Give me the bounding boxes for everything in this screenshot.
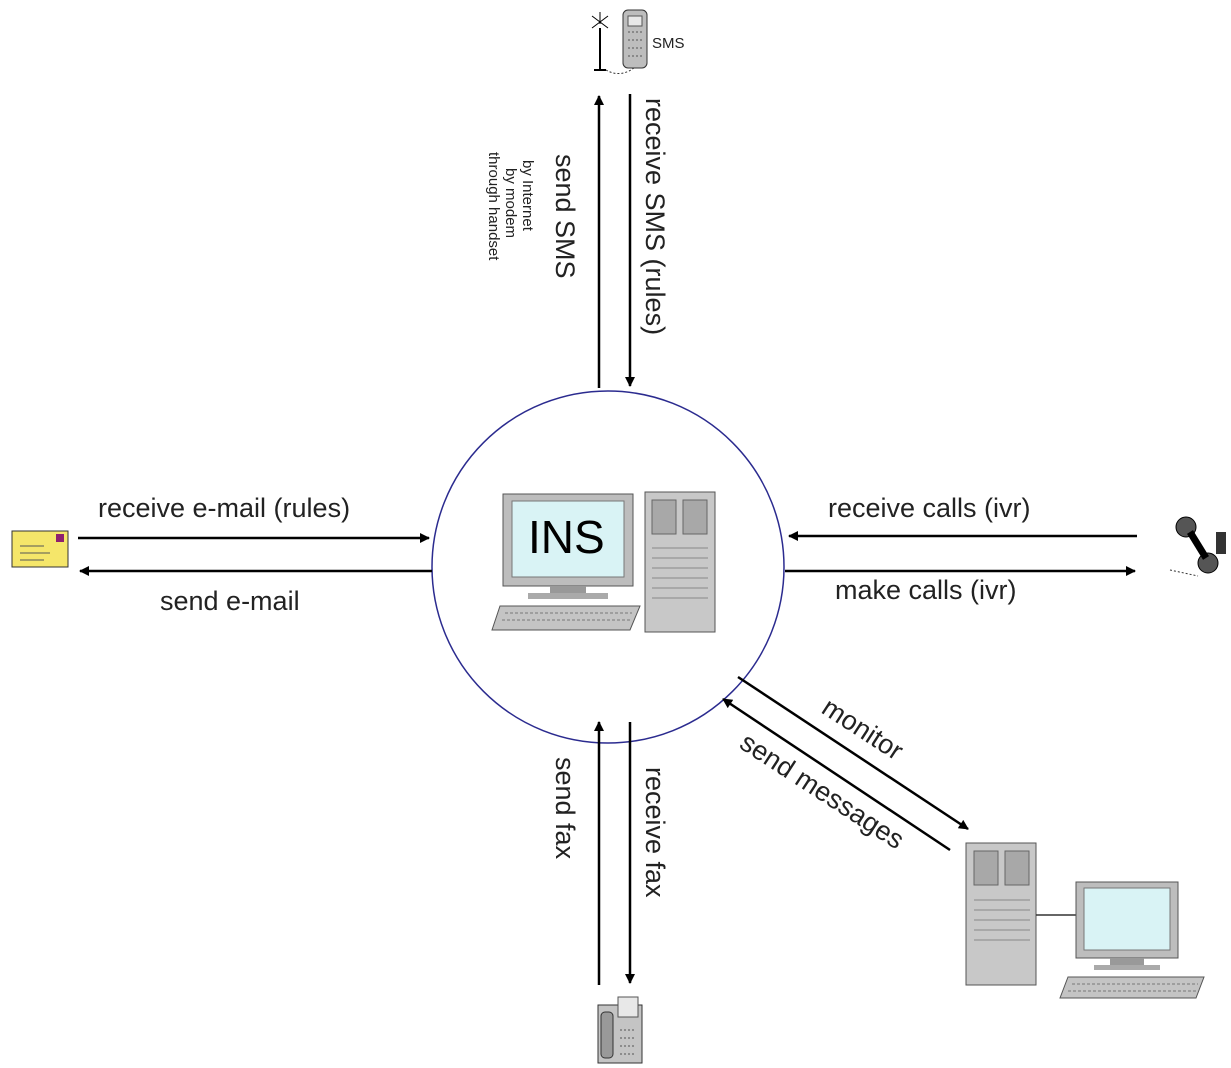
receive-sms-label: receive SMS (rules): [640, 98, 670, 335]
sms-device-icon: [591, 9, 648, 74]
send-email-label: send e-mail: [160, 586, 300, 616]
telephone-handset-icon: [1169, 516, 1226, 577]
fax-machine-icon: [597, 996, 643, 1064]
send-sms-label: send SMS: [550, 154, 580, 279]
send-fax-label: send fax: [550, 757, 580, 860]
ins-boundary-circle: [431, 390, 785, 744]
receive-fax-label: receive fax: [640, 767, 670, 898]
send-messages-arrow: [722, 697, 951, 852]
make-calls-label: make calls (ivr): [835, 575, 1017, 605]
send-sms-method-internet: by Internet: [519, 160, 536, 232]
send-sms-method-modem: by modem: [502, 168, 519, 238]
send-sms-method-handset: through handset: [485, 152, 502, 261]
receive-calls-label: receive calls (ivr): [828, 493, 1031, 523]
sms-device-label: SMS: [652, 35, 685, 52]
client-workstation-icon: [965, 842, 1205, 999]
envelope-icon: [11, 530, 69, 568]
monitor-label: monitor: [817, 692, 909, 766]
ins-computer-icon: [491, 491, 716, 633]
ins-label: INS: [528, 511, 605, 563]
monitor-arrow: [737, 675, 969, 831]
receive-email-label: receive e-mail (rules): [98, 493, 350, 523]
